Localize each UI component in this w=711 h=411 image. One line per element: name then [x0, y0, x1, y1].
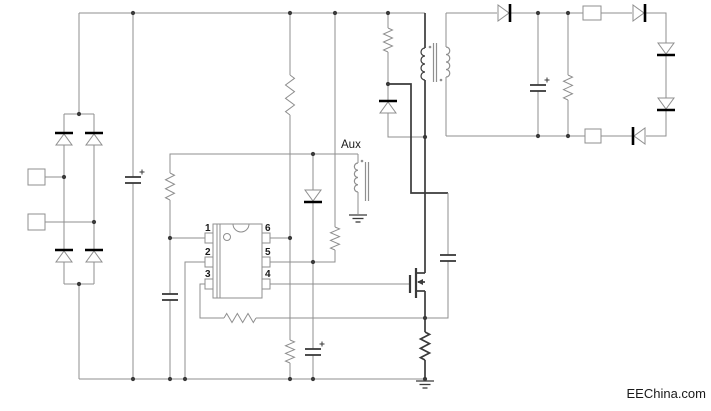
ic-pin1-dot [223, 233, 231, 241]
primary-phase-dot [428, 45, 432, 49]
wire-pin2 [184, 261, 205, 379]
ic-pin-3 [204, 278, 214, 290]
junction-dot [422, 376, 428, 382]
junction-dot [422, 315, 428, 321]
ic-pin-label-2: 2 [205, 247, 211, 258]
bridge-diode-3 [55, 250, 73, 263]
ic-pin-label-3: 3 [205, 269, 211, 280]
hv-startup-resistor [284, 74, 296, 116]
feedback-series-resistor [164, 172, 176, 201]
input-terminal-1 [27, 168, 46, 186]
junction-dot [167, 235, 173, 241]
bridge-diode-4 [85, 250, 103, 263]
wire-aux-line [169, 153, 358, 173]
ic-pin-1 [204, 232, 214, 244]
junction-dot [76, 111, 82, 117]
mosfet-body-arrow [417, 279, 423, 285]
output-bleeder-resistor [562, 74, 574, 101]
ic-pin-2 [204, 256, 214, 268]
junction-dot [182, 376, 188, 382]
ic-pin-4 [261, 278, 271, 290]
junction-dot [535, 133, 541, 139]
ic-pin-label-4: 4 [265, 269, 271, 280]
wire-output-right-top [645, 12, 667, 43]
wire-pin3 [199, 283, 224, 319]
output-rectifier-diode [497, 4, 510, 22]
current-sense-resistor [418, 331, 432, 361]
ic-pin-5 [261, 256, 271, 268]
junction-dot [287, 10, 293, 16]
snubber-resistor [382, 27, 394, 53]
ic-pin-label-6: 6 [265, 223, 271, 234]
junction-dot [130, 10, 136, 16]
junction-dot [535, 10, 541, 16]
junction-dot [91, 219, 97, 225]
input-terminal-2 [27, 213, 46, 231]
junction-dot [61, 174, 67, 180]
wire-clamp-diode-bottom [387, 113, 425, 138]
primary-winding [420, 47, 426, 81]
bias-resistor [284, 339, 296, 364]
junction-dot [76, 281, 82, 287]
wire-aux-divider-bottom [313, 250, 336, 263]
wire-clamp-loop [388, 83, 448, 194]
bridge-diode-2 [85, 133, 103, 146]
junction-dot [287, 235, 293, 241]
sense-filter-resistor [223, 312, 257, 324]
junction-dot [310, 376, 316, 382]
junction-dot [565, 10, 571, 16]
ic-notch [232, 223, 250, 233]
ic-pin-label-1: 1 [205, 223, 211, 234]
junction-dot [130, 376, 136, 382]
controller-ic-body [212, 223, 263, 299]
secondary-phase-dot [439, 78, 443, 82]
secondary-winding [445, 46, 451, 78]
output-series-diode [632, 4, 645, 22]
junction-dot [332, 10, 338, 16]
junction-dot [167, 376, 173, 382]
clamp-diode [379, 101, 397, 114]
output-connector-bottom [584, 128, 602, 144]
bridge-diode-1 [55, 133, 73, 146]
wire-output-right-bottom [646, 110, 667, 137]
ic-pin-label-5: 5 [265, 247, 271, 258]
ic-pin-6 [261, 232, 271, 244]
junction-dot [310, 151, 316, 157]
output-connector-top [582, 5, 602, 21]
return-diode [633, 127, 646, 145]
aux-winding [353, 162, 359, 193]
led-diode-2 [657, 97, 675, 110]
wire-sense-line [256, 261, 449, 319]
aux-phase-dot [360, 159, 364, 163]
junction-dot [287, 376, 293, 382]
junction-dot [310, 259, 316, 265]
aux-label: Aux [341, 139, 361, 151]
led-diode-1 [657, 42, 675, 55]
watermark-text: EEChina.com [626, 386, 706, 401]
aux-divider-resistor [329, 226, 341, 251]
junction-dot [385, 81, 391, 87]
junction-dot [565, 133, 571, 139]
junction-dot [385, 10, 391, 16]
junction-dot [422, 134, 428, 140]
aux-rectifier-diode [304, 189, 322, 202]
